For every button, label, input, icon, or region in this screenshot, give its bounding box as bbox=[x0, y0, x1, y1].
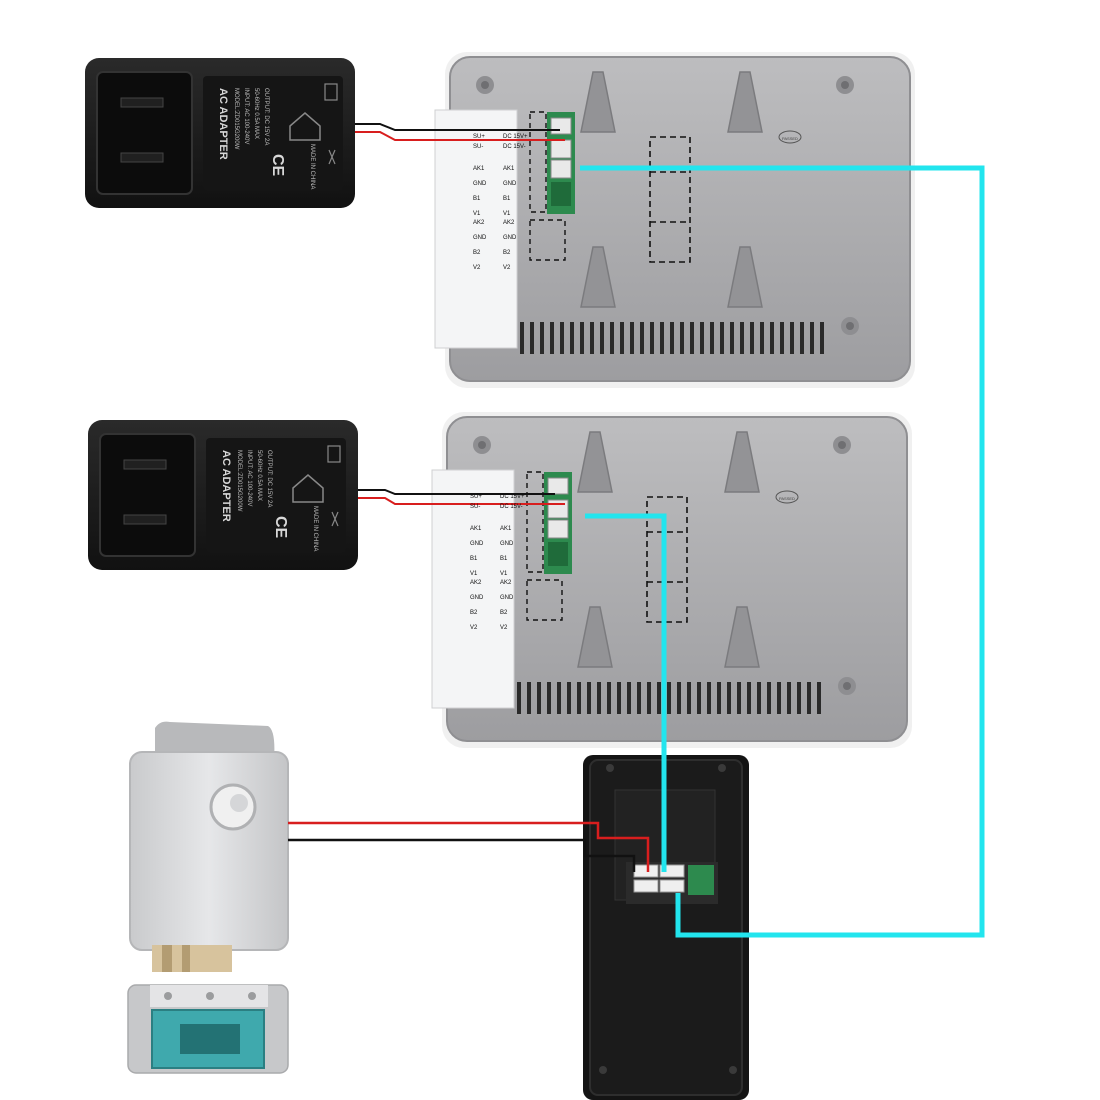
monitor-2-term-bot-left-3: V2 bbox=[470, 625, 478, 631]
monitor-2-term-top-right-1: DC 15V- bbox=[500, 504, 523, 510]
adapter-1-made-in: MADE IN CHINA bbox=[309, 144, 315, 189]
lock-strike-plate bbox=[127, 984, 289, 1074]
monitor-1-term-mid-right-0: AK1 bbox=[503, 166, 515, 172]
monitor-2-term-top-right-0: DC 15V+ bbox=[500, 494, 525, 500]
adapter-2-input: INPUT: AC 100-240V bbox=[246, 450, 252, 506]
adapter-1-freq: 50-60Hz 0.5A MAX bbox=[253, 88, 259, 139]
adapter-2-model: MODEL:ZD015G200W bbox=[236, 450, 242, 512]
monitor-2-term-mid-left-0: AK1 bbox=[470, 526, 482, 532]
adapter-1-model: MODEL:ZD015G200W bbox=[233, 88, 239, 150]
monitor-1-term-mid-left-3: V1 bbox=[473, 211, 481, 217]
adapter-2-made-in: MADE IN CHINA bbox=[312, 506, 318, 551]
adapter-2-title: AC ADAPTER bbox=[220, 450, 232, 522]
adapter-1-output: OUTPUT: DC 15V 2A bbox=[263, 88, 269, 145]
monitor-2-term-bot-right-2: B2 bbox=[500, 610, 508, 616]
monitor-1-term-mid-left-1: GND bbox=[473, 181, 487, 187]
monitor-2-term-mid-left-1: GND bbox=[470, 541, 484, 547]
monitor-1-term-mid-left-2: B1 bbox=[473, 196, 481, 202]
monitor-1-term-mid-right-2: B1 bbox=[503, 196, 511, 202]
monitor-1-term-mid-left-0: AK1 bbox=[473, 166, 485, 172]
monitor-2-term-mid-left-2: B1 bbox=[470, 556, 478, 562]
monitor-1-term-bot-right-0: AK2 bbox=[503, 220, 515, 226]
adapter-2-output: OUTPUT: DC 15V 2A bbox=[266, 450, 272, 507]
monitor-1-term-mid-right-1: GND bbox=[503, 181, 517, 187]
power-wire-2 bbox=[358, 489, 565, 505]
electric-lock bbox=[129, 721, 289, 972]
adapter-1-ce-mark: CE bbox=[269, 154, 286, 177]
monitor-2-term-bot-right-1: GND bbox=[500, 595, 514, 601]
monitor-2-term-bot-left-2: B2 bbox=[470, 610, 478, 616]
monitor-2-term-mid-right-1: GND bbox=[500, 541, 514, 547]
monitor-2-term-top-left-1: SU- bbox=[470, 504, 480, 510]
monitor-1-term-bot-right-3: V2 bbox=[503, 265, 511, 271]
adapter-2-freq: 50-60Hz 0.5A MAX bbox=[256, 450, 262, 501]
monitor-2-term-bot-left-1: GND bbox=[470, 595, 484, 601]
monitor-2-term-mid-left-3: V1 bbox=[470, 571, 478, 577]
monitor-2-term-bot-left-0: AK2 bbox=[470, 580, 482, 586]
power-wire-1 bbox=[355, 123, 565, 141]
monitor-1-passed-badge: PASSED bbox=[782, 136, 798, 141]
monitor-2-term-mid-right-2: B1 bbox=[500, 556, 508, 562]
monitor-1-term-top-right-0: DC 15V+ bbox=[503, 134, 528, 140]
monitor-1-term-bot-right-2: B2 bbox=[503, 250, 511, 256]
monitor-2-term-bot-right-3: V2 bbox=[500, 625, 508, 631]
monitor-1-term-top-right-1: DC 15V- bbox=[503, 144, 526, 150]
signal-wire-monitor-1 bbox=[590, 165, 985, 938]
monitor-1-term-bot-right-1: GND bbox=[503, 235, 517, 241]
monitor-2-term-top-left-0: SU+ bbox=[470, 494, 482, 500]
monitor-1-term-top-left-0: SU+ bbox=[473, 134, 485, 140]
monitor-1-term-bot-left-3: V2 bbox=[473, 265, 481, 271]
adapter-2-ce-mark: CE bbox=[272, 516, 289, 539]
lock-wire bbox=[288, 821, 650, 872]
monitor-1-term-top-left-1: SU- bbox=[473, 144, 483, 150]
monitor-1-term-bot-left-2: B2 bbox=[473, 250, 481, 256]
adapter-1-input: INPUT: AC 100-240V bbox=[243, 88, 249, 144]
signal-wire-monitor-2 bbox=[585, 513, 667, 872]
monitor-1-term-mid-right-3: V1 bbox=[503, 211, 511, 217]
monitor-1-term-bot-left-1: GND bbox=[473, 235, 487, 241]
monitor-2-term-mid-right-0: AK1 bbox=[500, 526, 512, 532]
monitor-2-term-mid-right-3: V1 bbox=[500, 571, 508, 577]
adapter-1-title: AC ADAPTER bbox=[217, 88, 229, 160]
monitor-2-passed-badge: PASSED bbox=[779, 496, 795, 501]
monitor-1-term-bot-left-0: AK2 bbox=[473, 220, 485, 226]
monitor-2-term-bot-right-0: AK2 bbox=[500, 580, 512, 586]
